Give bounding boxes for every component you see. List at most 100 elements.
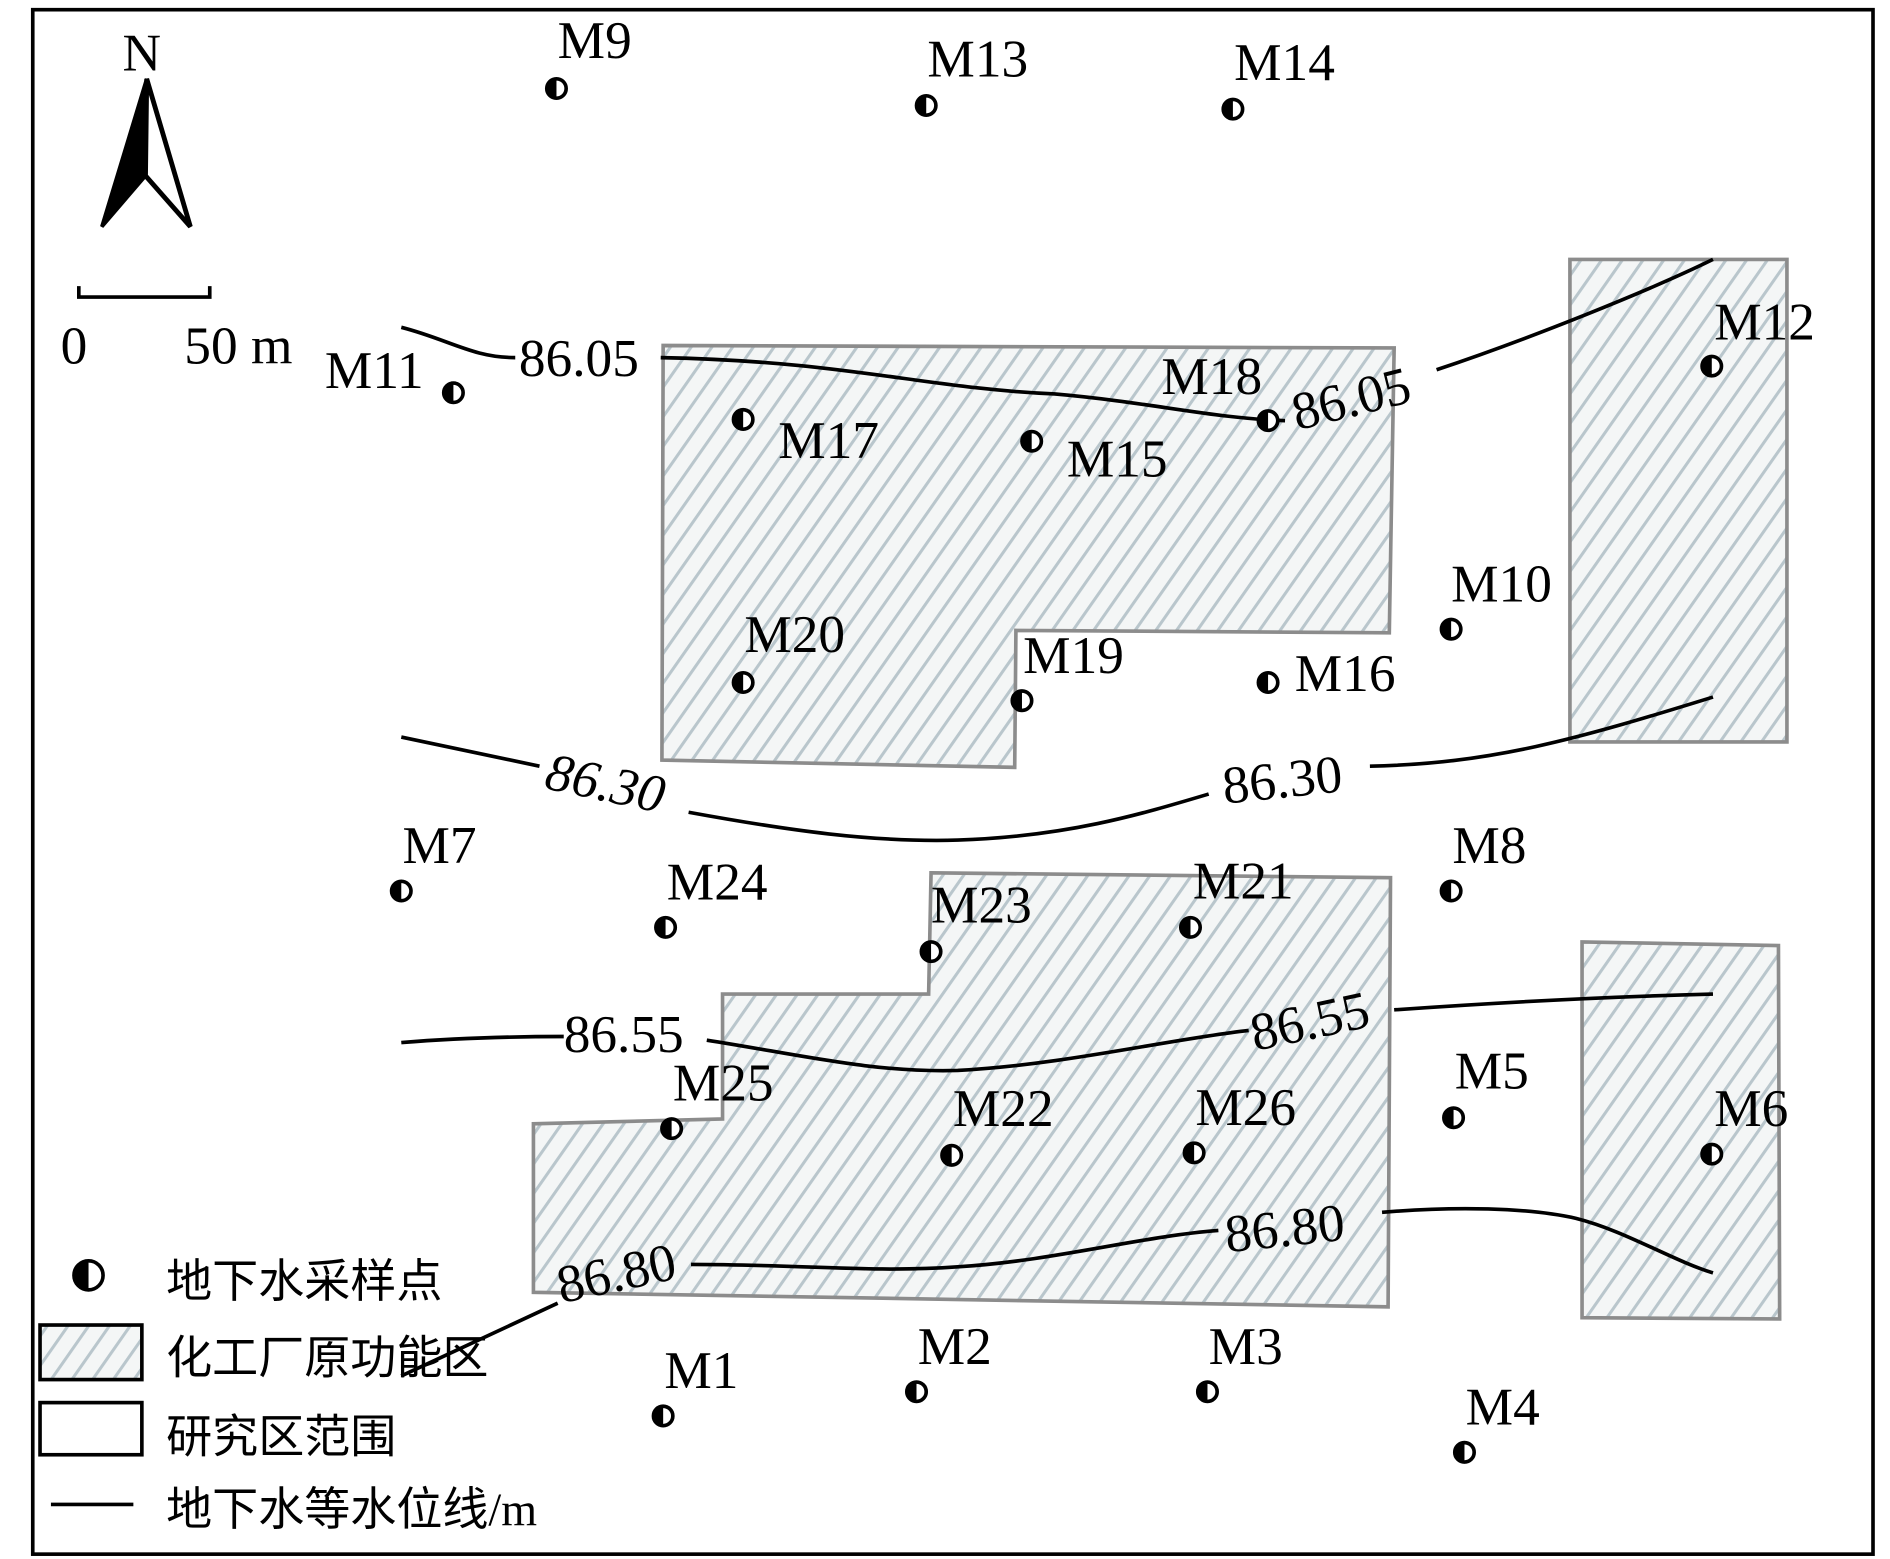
sample-point-m25: M25 [660, 1053, 774, 1141]
factory-zone-northeast [1568, 257, 1789, 744]
sample-point-m19: M19 [1010, 625, 1124, 713]
legend-study-area: 研究区范围 [166, 1411, 396, 1462]
sample-point-icon [1178, 915, 1203, 939]
sample-point-label: M10 [1451, 553, 1552, 613]
contour-label: 86.30 [1219, 743, 1345, 815]
sample-point-label: M1 [664, 1340, 738, 1400]
sample-point-icon [1442, 1106, 1466, 1130]
contour-86-30 [400, 695, 1714, 843]
contour-lines [400, 257, 1714, 1378]
sample-point-m21: M21 [1178, 850, 1294, 939]
legend: 地下水采样点 化工厂原功能区 研究区范围 地下水等水位线/m [38, 1256, 537, 1535]
legend-factory-zone: 化工厂原功能区 [166, 1333, 488, 1384]
sample-point-m4: M4 [1452, 1376, 1540, 1464]
sample-point-m2: M2 [904, 1316, 992, 1404]
sample-point-icon [1452, 1440, 1476, 1464]
contour-86-55 [401, 992, 1714, 1073]
sample-point-icon [1439, 879, 1463, 903]
sample-point-label: M21 [1193, 850, 1294, 910]
sample-point-m5: M5 [1442, 1041, 1529, 1130]
contour-86-80 [400, 1206, 1714, 1378]
sample-point-icon [1020, 429, 1044, 453]
factory-zone-southeast [1580, 940, 1782, 1321]
sample-point-label: M12 [1714, 291, 1815, 351]
sample-point-icon [914, 93, 938, 117]
sample-point-label: M18 [1161, 346, 1262, 406]
sample-point-label: M9 [558, 10, 632, 70]
legend-contour-line: 地下水等水位线/m [166, 1484, 537, 1535]
sample-point-m26: M26 [1182, 1077, 1296, 1165]
sample-point-icon [544, 76, 568, 101]
sample-point-label: M7 [403, 815, 477, 875]
sample-point-label: M5 [1455, 1041, 1529, 1101]
sample-point-icon [919, 940, 943, 964]
sample-point-m18: M18 [1161, 346, 1280, 433]
sample-point-icon [651, 1404, 675, 1428]
sample-point-icon [1439, 617, 1463, 641]
sample-point-m9: M9 [544, 10, 632, 101]
sample-point-m11: M11 [325, 340, 465, 405]
sample-point-m15: M15 [1020, 428, 1168, 488]
sample-point-m8: M8 [1439, 815, 1526, 903]
sample-point-icon [1256, 409, 1280, 433]
sample-point-label: M22 [953, 1078, 1054, 1138]
north-arrow: N [100, 22, 193, 229]
factory-zones [531, 257, 1789, 1321]
sample-point-label: M14 [1234, 32, 1335, 92]
sample-point-m12: M12 [1700, 291, 1815, 378]
sample-point-icon [389, 879, 413, 903]
north-label: N [122, 22, 161, 82]
sample-point-label: M8 [1452, 815, 1526, 875]
factory-zone-north [660, 343, 1397, 770]
sample-point-label: M16 [1295, 643, 1396, 703]
sample-point-m1: M1 [651, 1340, 738, 1428]
sample-point-m24: M24 [654, 852, 768, 939]
factory-zone-south [531, 871, 1393, 1309]
sample-point-m3: M3 [1195, 1316, 1283, 1404]
sample-point-label: M23 [931, 875, 1032, 935]
sample-point-label: M11 [325, 340, 424, 400]
sample-point-m14: M14 [1221, 32, 1335, 121]
contour-label: 86.05 [519, 328, 639, 388]
legend-sample-point: 地下水采样点 [166, 1256, 442, 1307]
sample-point-label: M20 [744, 604, 845, 664]
north-arrow-right-icon [143, 78, 193, 229]
study-area-swatch [38, 1400, 144, 1457]
sample-point-icon [940, 1143, 964, 1167]
sample-point-m13: M13 [914, 28, 1028, 117]
scale-start-label: 0 [61, 316, 88, 376]
sample-point-m16: M16 [1256, 643, 1396, 703]
sample-point-icon [904, 1380, 929, 1404]
sample-point-m17: M17 [731, 407, 879, 470]
factory-zone-swatch [38, 1323, 144, 1382]
sample-point-label: M25 [673, 1053, 774, 1113]
sample-point-label: M6 [1714, 1078, 1788, 1138]
sample-point-icon [660, 1117, 684, 1141]
sample-point-label: M2 [918, 1316, 992, 1376]
contour-86-05 [400, 257, 1714, 423]
scale-bar-line [77, 286, 212, 299]
sample-point-icon [654, 915, 678, 939]
sample-point-icon [731, 671, 755, 695]
sample-point-icon [72, 1258, 105, 1292]
sample-point-icon [1221, 97, 1245, 121]
sample-point-icon [1700, 354, 1724, 378]
contour-labels: 86.05 86.05 86.30 86.30 86.55 86.55 86.8… [519, 328, 1417, 1315]
sample-point-icon [1700, 1142, 1724, 1166]
sample-point-m7: M7 [389, 815, 477, 903]
sample-point-m10: M10 [1439, 553, 1552, 641]
sample-point-icon [1182, 1141, 1206, 1165]
sample-point-icon [1195, 1380, 1219, 1404]
sample-point-icon [1256, 671, 1280, 695]
scale-end-label: 50 m [184, 316, 292, 376]
sample-point-label: M17 [778, 410, 879, 470]
sample-point-label: M4 [1466, 1376, 1540, 1436]
contour-label: 86.80 [1222, 1192, 1348, 1264]
contour-label: 86.55 [564, 1004, 684, 1064]
sample-point-label: M3 [1209, 1316, 1283, 1376]
sample-point-icon [441, 381, 465, 405]
sample-point-m22: M22 [940, 1078, 1054, 1167]
scale-bar: 0 50 m [61, 286, 292, 376]
